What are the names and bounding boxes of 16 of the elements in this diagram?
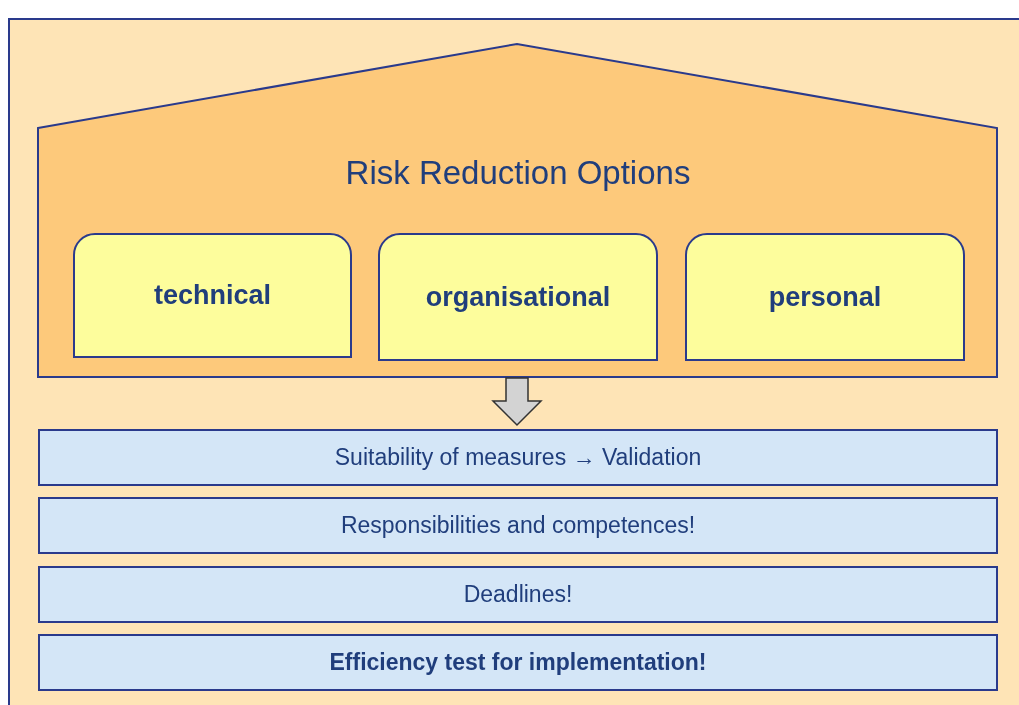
measure-bar	[38, 497, 998, 554]
measure-label: Efficiency test for implementation!	[329, 649, 707, 676]
option-label: technical	[153, 280, 271, 311]
measure-bar	[38, 634, 998, 691]
measure-label: Suitability of measures → Validation	[334, 444, 702, 471]
measure-bar	[38, 566, 998, 623]
measure-bar	[38, 429, 998, 486]
option-label: organisational	[425, 281, 611, 313]
option-box	[73, 233, 352, 358]
option-box	[685, 233, 965, 361]
option-label: personal	[768, 281, 882, 313]
measure-label: Deadlines!	[463, 581, 573, 608]
measure-label: Responsibilities and competences!	[340, 512, 696, 539]
block-arrow	[491, 377, 543, 427]
heading: Risk Reduction Options	[344, 154, 692, 192]
option-box	[378, 233, 658, 361]
